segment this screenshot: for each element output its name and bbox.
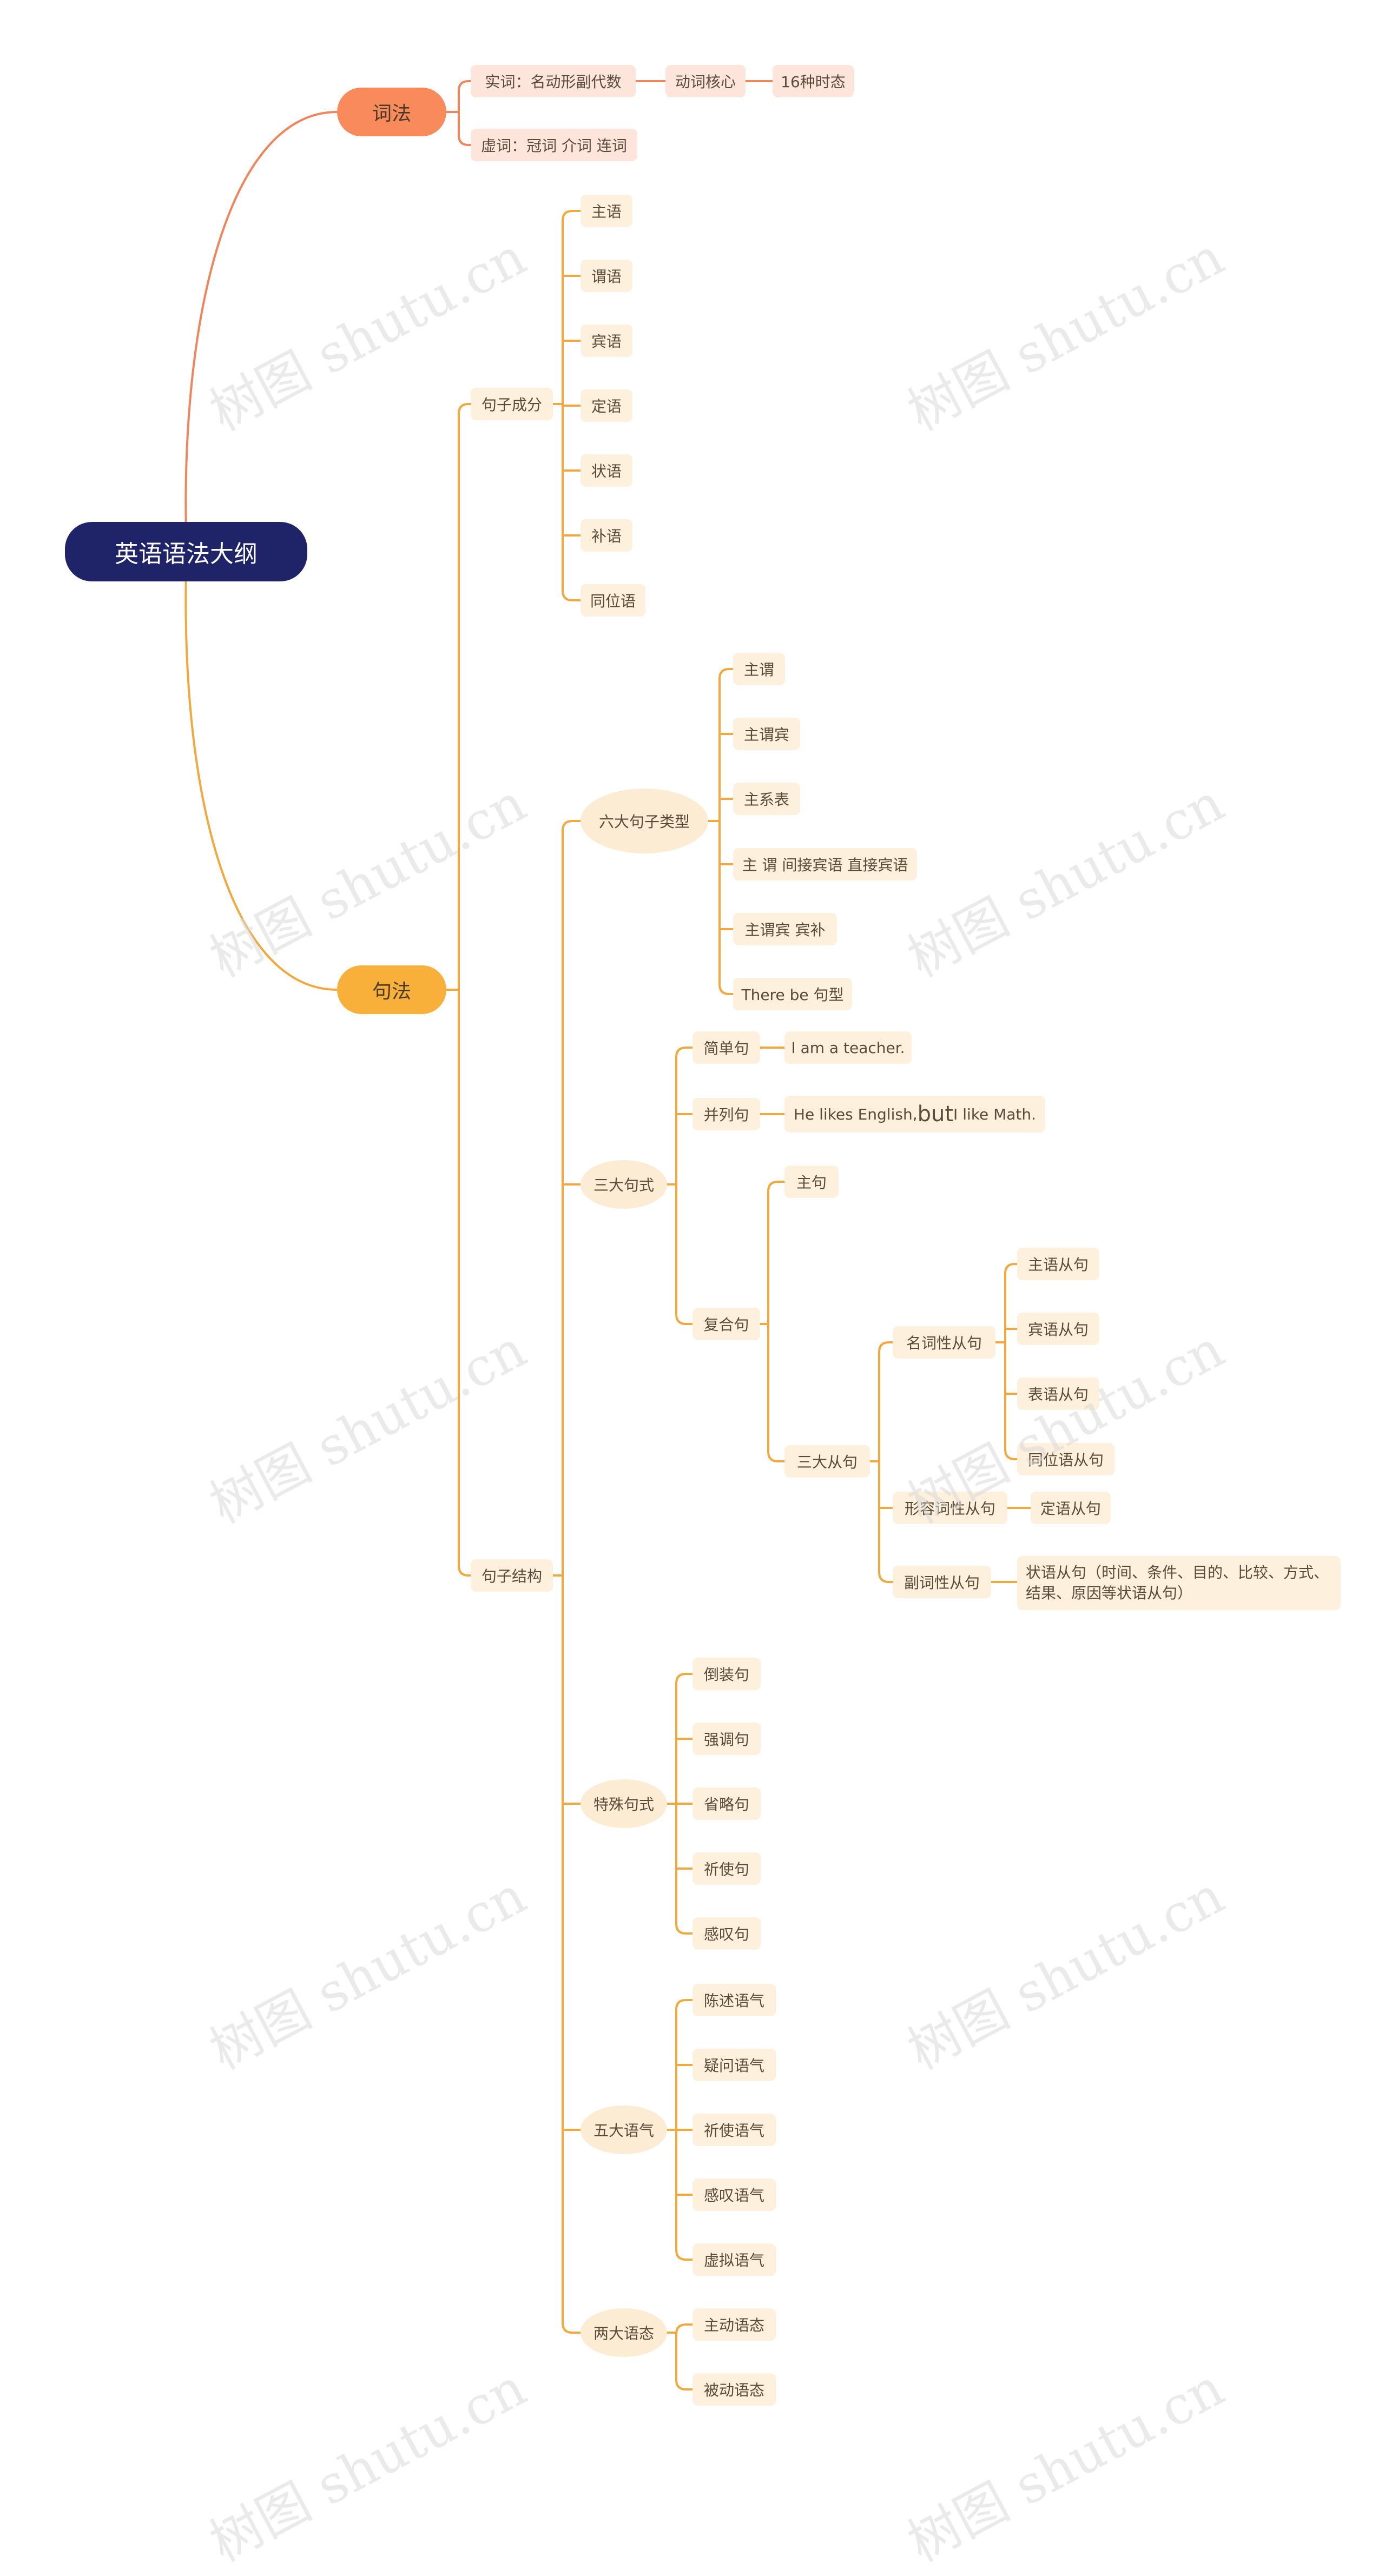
teshu-item-5[interactable]: 感叹句	[692, 1917, 761, 1950]
mingci-item-3[interactable]: 表语从句	[1017, 1378, 1099, 1410]
node-yuqi[interactable]: 五大语气	[581, 2105, 667, 2154]
connector-root-jufa	[184, 551, 338, 991]
binglie-text-b: I like Math.	[953, 1105, 1037, 1123]
yuqi-item-3[interactable]: 祈使语气	[692, 2114, 776, 2146]
node-dongci-hexin[interactable]: 动词核心	[665, 65, 746, 97]
liuda-item-1[interactable]: 主谓	[733, 653, 785, 685]
node-binglie[interactable]: 并列句	[692, 1098, 760, 1130]
teshu-item-4[interactable]: 祈使句	[692, 1852, 761, 1885]
connector-yutai-child-1	[675, 2323, 692, 2335]
connector-yutai-child-2	[675, 2379, 692, 2390]
node-xingrong-congju[interactable]: 形容词性从句	[893, 1492, 1007, 1524]
node-mingci-congju[interactable]: 名词性从句	[893, 1326, 995, 1359]
connector-congju-child-3	[878, 1572, 893, 1583]
yuqi-item-4[interactable]: 感叹语气	[692, 2178, 776, 2211]
chengfen-item-7[interactable]: 同位语	[581, 584, 645, 617]
connector-teshu-child-5	[675, 1923, 692, 1935]
connector-mingci-child-4	[1004, 1449, 1017, 1460]
connector-congju-child-1	[878, 1341, 893, 1353]
connector-fuhe-child-2	[767, 1451, 784, 1462]
connector-sanda-child-3	[675, 1314, 692, 1325]
yuqi-item-5[interactable]: 虚拟语气	[692, 2243, 776, 2276]
node-16-tenses[interactable]: 16种时态	[773, 65, 854, 97]
node-sanda-congju[interactable]: 三大从句	[784, 1445, 870, 1478]
liuda-item-2[interactable]: 主谓宾	[733, 718, 800, 750]
teshu-item-1[interactable]: 倒装句	[692, 1658, 761, 1690]
connector-yuqi-child-1	[675, 1999, 692, 2010]
mindmap-canvas: 英语语法大纲 词法 实词：名动形副代数 动词核心 16种时态 虚词：冠词 介词 …	[65, 65, 1341, 2573]
branch-cifa[interactable]: 词法	[337, 88, 446, 136]
node-fuci-congju[interactable]: 副词性从句	[893, 1566, 991, 1598]
node-shici[interactable]: 实词：名动形副代数	[471, 65, 636, 97]
chengfen-item-1[interactable]: 主语	[581, 195, 632, 227]
node-zhuangyu-congju[interactable]: 状语从句（时间、条件、目的、比较、方式、结果、原因等状语从句）	[1017, 1556, 1341, 1610]
mingci-item-2[interactable]: 宾语从句	[1017, 1313, 1099, 1345]
yuqi-item-1[interactable]: 陈述语气	[692, 1984, 776, 2016]
chengfen-item-6[interactable]: 补语	[581, 519, 632, 552]
connector-jufa-child-2	[458, 1565, 471, 1577]
connector-chengfen-child-1	[562, 210, 581, 221]
mingci-item-4[interactable]: 同位语从句	[1017, 1443, 1114, 1475]
node-liuda[interactable]: 六大句子类型	[581, 789, 708, 853]
connector-sanda-child-1	[675, 1047, 692, 1058]
root-node[interactable]: 英语语法大纲	[65, 522, 307, 581]
node-zhuju[interactable]: 主句	[784, 1166, 839, 1198]
node-chengfen[interactable]: 句子成分	[471, 388, 553, 420]
connector-cifa-child-2	[458, 135, 471, 146]
liuda-item-4[interactable]: 主 谓 间接宾语 直接宾语	[733, 848, 917, 880]
liuda-item-3[interactable]: 主系表	[733, 783, 800, 815]
chengfen-item-2[interactable]: 谓语	[581, 260, 632, 292]
binglie-text-but: but	[917, 1102, 954, 1127]
connector-liuda-child-6	[718, 984, 733, 995]
connector-cifa-child-1	[458, 80, 471, 91]
chengfen-item-5[interactable]: 状语	[581, 454, 632, 487]
node-jiandan-example[interactable]: I am a teacher.	[784, 1031, 912, 1064]
binglie-text-a: He likes English,	[793, 1105, 918, 1123]
node-xuci[interactable]: 虚词：冠词 介词 连词	[471, 129, 637, 161]
connector-teshu-child-1	[675, 1673, 692, 1684]
connector-liuda-child-1	[718, 668, 733, 679]
chengfen-item-3[interactable]: 宾语	[581, 325, 632, 357]
node-jiandan[interactable]: 简单句	[692, 1031, 760, 1064]
node-fuhe[interactable]: 复合句	[692, 1308, 760, 1340]
yuqi-item-2[interactable]: 疑问语气	[692, 2049, 776, 2081]
connector-root-cifa	[184, 111, 338, 552]
node-jiegou[interactable]: 句子结构	[471, 1559, 553, 1592]
connector-jiegou-child-5	[562, 2322, 581, 2334]
node-teshu[interactable]: 特殊句式	[581, 1779, 667, 1828]
connector-jiegou-child-1	[562, 820, 581, 831]
node-yutai[interactable]: 两大语态	[581, 2308, 667, 2357]
chengfen-item-4[interactable]: 定语	[581, 389, 632, 422]
node-sanda[interactable]: 三大句式	[581, 1160, 667, 1209]
teshu-item-3[interactable]: 省略句	[692, 1787, 761, 1820]
yutai-item-2[interactable]: 被动语态	[692, 2373, 776, 2406]
connector-mingci-child-1	[1004, 1263, 1017, 1274]
node-binglie-example[interactable]: He likes English, but I like Math.	[784, 1096, 1045, 1133]
connector-yuqi-child-5	[675, 2249, 692, 2261]
yutai-item-1[interactable]: 主动语态	[692, 2308, 776, 2341]
node-dingyu-congju[interactable]: 定语从句	[1031, 1492, 1111, 1524]
branch-jufa[interactable]: 句法	[337, 965, 446, 1014]
liuda-item-6[interactable]: There be 句型	[733, 978, 852, 1010]
connector-jufa-child-1	[458, 403, 471, 414]
liuda-item-5[interactable]: 主谓宾 宾补	[733, 913, 837, 945]
connector-lines	[184, 80, 1031, 2390]
connector-chengfen-child-7	[562, 590, 581, 601]
connector-fuhe-child-1	[767, 1181, 784, 1192]
teshu-item-2[interactable]: 强调句	[692, 1723, 761, 1755]
mingci-item-1[interactable]: 主语从句	[1017, 1248, 1099, 1280]
